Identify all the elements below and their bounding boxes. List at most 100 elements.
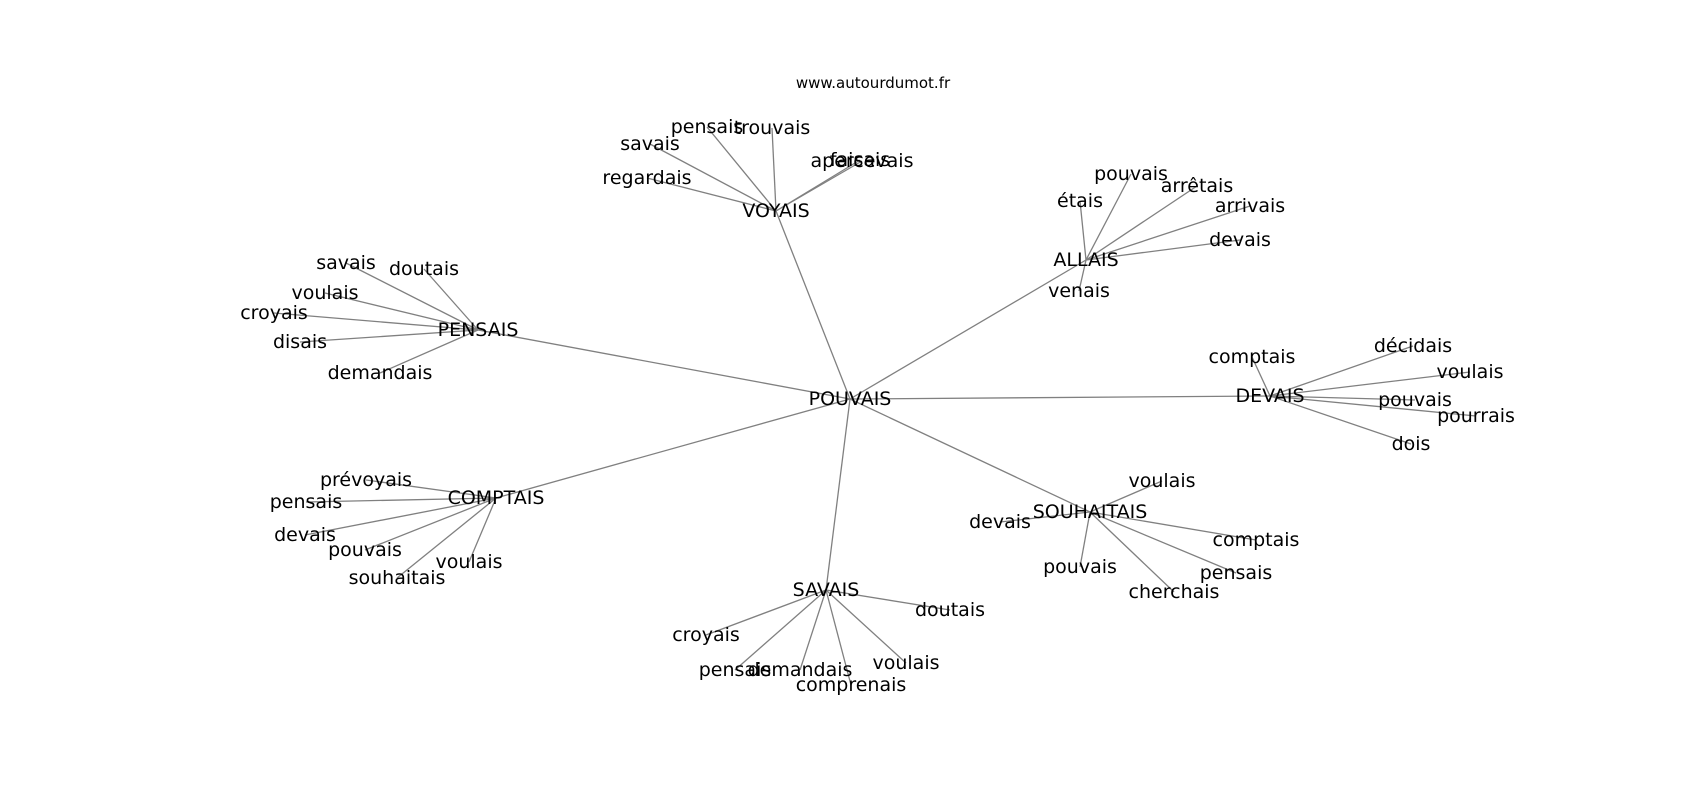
leaf-word-label: demandais: [328, 362, 433, 384]
edge-hub-to-leaf: [1079, 200, 1087, 261]
hub-word-label: COMPTAIS: [448, 487, 545, 509]
edge-center-to-hub: [849, 395, 1271, 400]
edge-hub-to-leaf: [1269, 395, 1412, 445]
leaf-word-label: regardais: [602, 167, 691, 189]
leaf-word-label: pensais: [270, 491, 343, 513]
edge-hub-to-leaf: [1251, 356, 1271, 397]
edge-hub-to-leaf: [364, 497, 497, 551]
edge-center-to-hub: [825, 398, 851, 591]
source-watermark: www.autourdumot.fr: [796, 74, 951, 92]
leaf-word-label: disais: [273, 331, 327, 353]
leaf-word-label: voulais: [291, 282, 358, 304]
hub-word-label: VOYAIS: [742, 200, 809, 222]
edge-hub-to-leaf: [396, 497, 497, 579]
leaf-word-label: devais: [274, 524, 336, 546]
edge-hub-to-leaf: [468, 497, 497, 563]
edge-hub-to-leaf: [825, 589, 852, 686]
leaf-word-label: pouvais: [1043, 556, 1117, 578]
leaf-word-label: doutais: [389, 258, 459, 280]
edge-hub-to-leaf: [365, 479, 497, 499]
leaf-word-label: voulais: [1436, 361, 1503, 383]
leaf-word-label: trouvais: [734, 117, 811, 139]
leaf-word-label: décidais: [1374, 335, 1452, 357]
leaf-word-label: comptais: [1213, 529, 1300, 551]
edge-hub-to-leaf: [1085, 205, 1251, 261]
edge-hub-to-leaf: [1269, 395, 1416, 401]
hub-word-label: DEVAIS: [1235, 385, 1304, 407]
edge-hub-to-leaf: [273, 312, 479, 331]
edge-hub-to-leaf: [1089, 480, 1163, 513]
edge-hub-to-leaf: [423, 268, 479, 331]
edge-hub-to-leaf: [799, 589, 827, 671]
edge-center-to-hub: [495, 398, 851, 499]
edge-hub-to-leaf: [1085, 173, 1132, 261]
edge-hub-to-leaf: [1085, 239, 1241, 261]
edge-hub-to-leaf: [825, 589, 907, 664]
leaf-word-label: savais: [316, 252, 376, 274]
leaf-word-label: pensais: [1200, 562, 1273, 584]
leaf-word-label: demandais: [748, 659, 853, 681]
leaf-word-label: voulais: [872, 652, 939, 674]
leaf-word-label: faisais: [830, 149, 890, 171]
edge-center-to-hub: [849, 259, 1087, 400]
leaf-word-label: pensais: [699, 659, 772, 681]
edge-hub-to-leaf: [1089, 511, 1175, 593]
leaf-word-label: comprenais: [796, 674, 907, 696]
leaf-word-label: comptais: [1209, 346, 1296, 368]
edge-center-to-hub: [849, 398, 1091, 513]
edge-hub-to-leaf: [304, 497, 497, 536]
edge-hub-to-leaf: [1085, 185, 1198, 261]
leaf-word-label: pouvais: [328, 539, 402, 561]
leaf-word-label: pourrais: [1437, 405, 1515, 427]
leaf-word-label: pouvais: [1378, 389, 1452, 411]
hub-word-label: ALLAIS: [1053, 249, 1118, 271]
leaf-word-label: prévoyais: [320, 469, 412, 491]
leaf-word-label: devais: [1209, 229, 1271, 251]
leaf-word-label: voulais: [435, 551, 502, 573]
leaf-word-label: devais: [969, 511, 1031, 533]
edge-hub-to-leaf: [646, 177, 777, 212]
edge-hub-to-leaf: [1269, 345, 1414, 397]
leaf-word-label: croyais: [240, 302, 308, 324]
edge-hub-to-leaf: [1079, 511, 1091, 568]
leaf-word-label: doutais: [915, 599, 985, 621]
leaf-word-label: arrêtais: [1161, 175, 1233, 197]
edge-hub-to-leaf: [1089, 511, 1237, 574]
edge-hub-to-leaf: [305, 497, 497, 503]
leaf-word-label: étais: [1057, 190, 1103, 212]
leaf-word-label: arrivais: [1215, 195, 1285, 217]
hub-word-label: SOUHAITAIS: [1033, 501, 1148, 523]
leaf-word-label: souhaitais: [349, 567, 446, 589]
leaf-word-label: pouvais: [1094, 163, 1168, 185]
leaf-word-label: cherchais: [1129, 581, 1220, 603]
leaf-word-label: savais: [620, 133, 680, 155]
edge-hub-to-leaf: [299, 329, 479, 343]
hub-word-label: SAVAIS: [793, 579, 860, 601]
edge-hub-to-leaf: [649, 143, 777, 212]
edge-hub-to-leaf: [1078, 259, 1087, 292]
edge-center-to-hub: [775, 210, 851, 400]
edge-hub-to-leaf: [706, 126, 777, 212]
center-word-label: POUVAIS: [809, 388, 892, 410]
graph-labels: regardaissavaispensaistrouvaisapercevais…: [240, 116, 1515, 696]
graph-edges: [273, 126, 1477, 686]
edge-center-to-hub: [477, 329, 851, 400]
leaf-word-label: apercevais: [811, 150, 914, 172]
leaf-word-label: voulais: [1128, 470, 1195, 492]
hub-word-label: PENSAIS: [438, 319, 519, 341]
edge-hub-to-leaf: [705, 589, 827, 636]
edge-hub-to-leaf: [734, 589, 827, 671]
edge-hub-to-leaf: [771, 127, 777, 212]
edge-hub-to-leaf: [999, 511, 1091, 523]
leaf-word-label: dois: [1392, 433, 1431, 455]
leaf-word-label: pensais: [671, 116, 744, 138]
edge-hub-to-leaf: [775, 159, 861, 212]
edge-hub-to-leaf: [379, 329, 479, 374]
edge-hub-to-leaf: [324, 292, 479, 331]
edge-hub-to-leaf: [1269, 371, 1471, 397]
edge-hub-to-leaf: [1089, 511, 1257, 541]
edge-hub-to-leaf: [825, 589, 951, 611]
leaf-word-label: croyais: [672, 624, 740, 646]
leaf-word-label: venais: [1048, 280, 1110, 302]
